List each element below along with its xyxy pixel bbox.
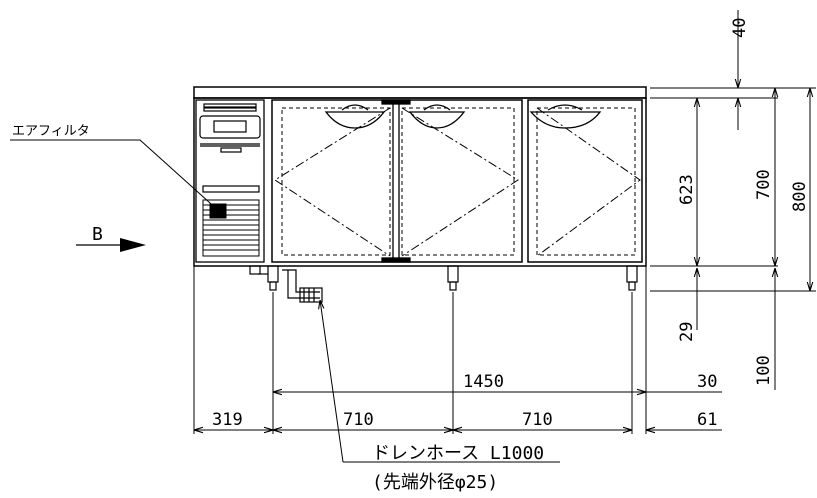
door-right [527, 99, 643, 263]
view-arrow-label: B [92, 224, 103, 245]
dim-span-right: 710 [522, 410, 553, 430]
dim-body-height: 700 [754, 169, 774, 200]
unit-body [193, 86, 647, 267]
drain-hose-label: ドレンホース L1000 [372, 443, 544, 464]
dim-width-main: 1450 [463, 372, 504, 392]
door-left-pair [271, 99, 523, 263]
dim-top-gap: 40 [730, 18, 750, 38]
door-handles [324, 99, 602, 263]
drain-hose [249, 265, 323, 303]
dim-span-left: 710 [343, 410, 374, 430]
dim-leg-height: 29 [677, 322, 697, 342]
dim-total-height: 800 [790, 181, 810, 212]
dim-door-height: 623 [677, 174, 697, 205]
air-filter-grille [202, 199, 260, 257]
drain-hose-note: (先端外径φ25) [372, 472, 498, 493]
legs [267, 265, 638, 291]
dim-leg-area: 100 [754, 355, 774, 386]
control-panel [199, 103, 261, 193]
dim-right-offset-bottom: 61 [697, 410, 717, 430]
door-swing-lines [274, 107, 641, 257]
dim-left-offset: 319 [212, 410, 243, 430]
dimension-lines [193, 10, 816, 434]
dim-right-offset-top: 30 [697, 372, 717, 392]
air-filter-label: エアフィルタ [12, 124, 90, 139]
air-filter-leader [10, 139, 221, 213]
door-inner-outlines [281, 107, 636, 256]
drain-hose-leader [320, 300, 560, 463]
view-arrow [76, 238, 146, 252]
